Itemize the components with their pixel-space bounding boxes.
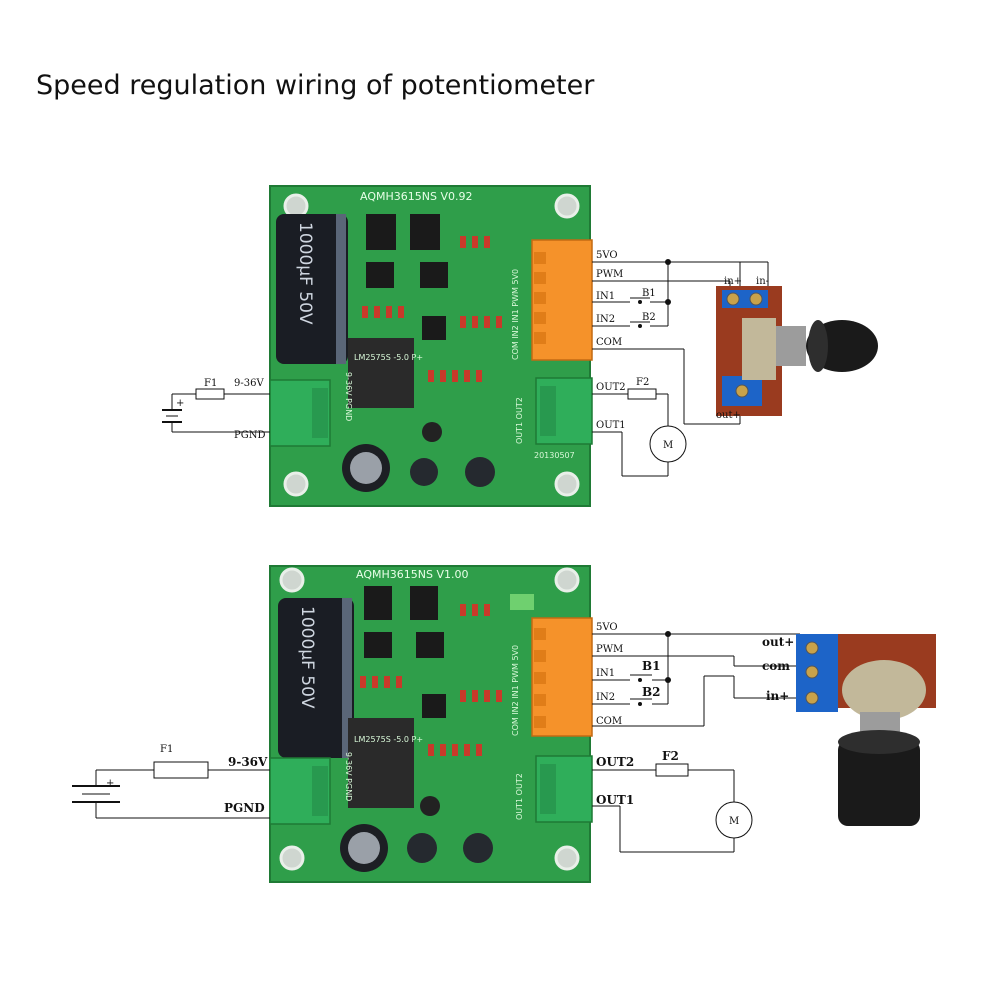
top-power-terminal: 9-36V PGND (269, 372, 353, 447)
bottom-motor-label: M (729, 816, 739, 827)
top-motor-symbol (649, 425, 687, 463)
top-potentiometer (716, 286, 878, 416)
top-date: 20130507 (534, 451, 575, 460)
top-in2-label: IN2 (596, 314, 615, 325)
bottom-pot-in-plus: in+ (766, 689, 789, 703)
top-com-label: COM (596, 337, 622, 348)
top-pot-out-plus: out+ (716, 410, 741, 421)
bottom-vin-label: 9-36V (228, 755, 268, 769)
top-electrolytic-capacitor: 1000µF 50V (276, 214, 348, 364)
bottom-potentiometer (796, 634, 936, 826)
top-out2-label: OUT2 (596, 382, 626, 393)
bottom-b1-label: B1 (642, 659, 661, 673)
top-in1-label: IN1 (596, 291, 615, 302)
bottom-f2-label: F2 (662, 749, 679, 763)
top-pin-header: COM IN2 IN1 PWM 5V0 (511, 269, 520, 360)
top-5vo-label: 5VO (596, 250, 618, 261)
bottom-pin-header: COM IN2 IN1 PWM 5V0 (511, 645, 520, 736)
bottom-power-wiring (72, 761, 270, 819)
top-pot-in-plus: in+ (724, 276, 742, 287)
bottom-motor-symbol (715, 801, 753, 839)
bottom-pgnd-label: PGND (224, 801, 265, 815)
bottom-electrolytic-capacitor: 1000µF 50V (278, 598, 354, 758)
top-pot-in-minus: in- (756, 276, 769, 287)
bottom-board-name: AQMH3615NS V1.00 (356, 568, 468, 581)
bottom-reg-text: LM2575S -5.0 P+ (354, 735, 423, 744)
top-power-wiring (162, 388, 270, 433)
page-title: Speed regulation wiring of potentiometer (36, 70, 595, 101)
bottom-motor-wiring (592, 763, 735, 853)
bottom-out1-label: OUT1 (596, 793, 634, 807)
bottom-pot-out-plus: out+ (762, 635, 794, 649)
top-motor-terminal: OUT1 OUT2 20130507 (515, 377, 593, 460)
bottom-motor-terminal: OUT1 OUT2 (515, 755, 593, 823)
top-motor-label: M (663, 440, 673, 451)
bottom-control-wiring (592, 633, 800, 727)
top-f2-label: F2 (636, 377, 649, 388)
bottom-pcb-board: AQMH3615NS V1.00 1000µF 50V LM2575S -5.0… (269, 565, 593, 883)
top-cap-text: 1000µF 50V (295, 222, 315, 325)
top-board-name: AQMH3615NS V0.92 (360, 190, 472, 203)
top-battery-plus: + (176, 398, 184, 409)
bottom-in1-label: IN1 (596, 668, 615, 679)
top-control-terminal: COM IN2 IN1 PWM 5V0 (511, 239, 593, 361)
bottom-regulator: LM2575S -5.0 P+ (348, 718, 423, 808)
top-vin-label: 9-36V (234, 378, 264, 389)
bottom-in2-label: IN2 (596, 692, 615, 703)
top-pcb-board: AQMH3615NS V0.92 1000µF 50V LM2575S -5.0… (269, 185, 593, 507)
top-out-header: OUT1 OUT2 (515, 397, 524, 444)
bottom-5vo-label: 5VO (596, 622, 618, 633)
top-diagram: AQMH3615NS V0.92 1000µF 50V LM2575S -5.0… (162, 185, 878, 507)
top-regulator: LM2575S -5.0 P+ (348, 338, 423, 408)
bottom-out-header: OUT1 OUT2 (515, 773, 524, 820)
bottom-diagram: AQMH3615NS V1.00 1000µF 50V LM2575S -5.0… (72, 565, 936, 883)
bottom-pwm-label: PWM (596, 644, 623, 655)
top-pwr-header: 9-36V PGND (344, 372, 353, 421)
bottom-b2-label: B2 (642, 685, 661, 699)
top-b2-label: B2 (642, 312, 656, 323)
bottom-control-terminal: COM IN2 IN1 PWM 5V0 (511, 617, 593, 737)
top-pgnd-label: PGND (234, 430, 265, 441)
bottom-cap-text: 1000µF 50V (297, 606, 317, 709)
bottom-battery-plus: + (106, 778, 114, 789)
bottom-com-label: COM (596, 716, 622, 727)
top-motor-wiring (592, 388, 669, 477)
top-reg-text: LM2575S -5.0 P+ (354, 353, 423, 362)
bottom-f1-label: F1 (160, 744, 173, 755)
top-f1-label: F1 (204, 378, 217, 389)
top-b1-label: B1 (642, 288, 656, 299)
top-pwm-label: PWM (596, 269, 623, 280)
bottom-power-terminal: 9-36V PGND (269, 752, 353, 825)
bottom-pot-com: com (762, 659, 790, 673)
bottom-out2-label: OUT2 (596, 755, 634, 769)
top-out1-label: OUT1 (596, 420, 626, 431)
bottom-pwr-header: 9-36V PGND (344, 752, 353, 801)
